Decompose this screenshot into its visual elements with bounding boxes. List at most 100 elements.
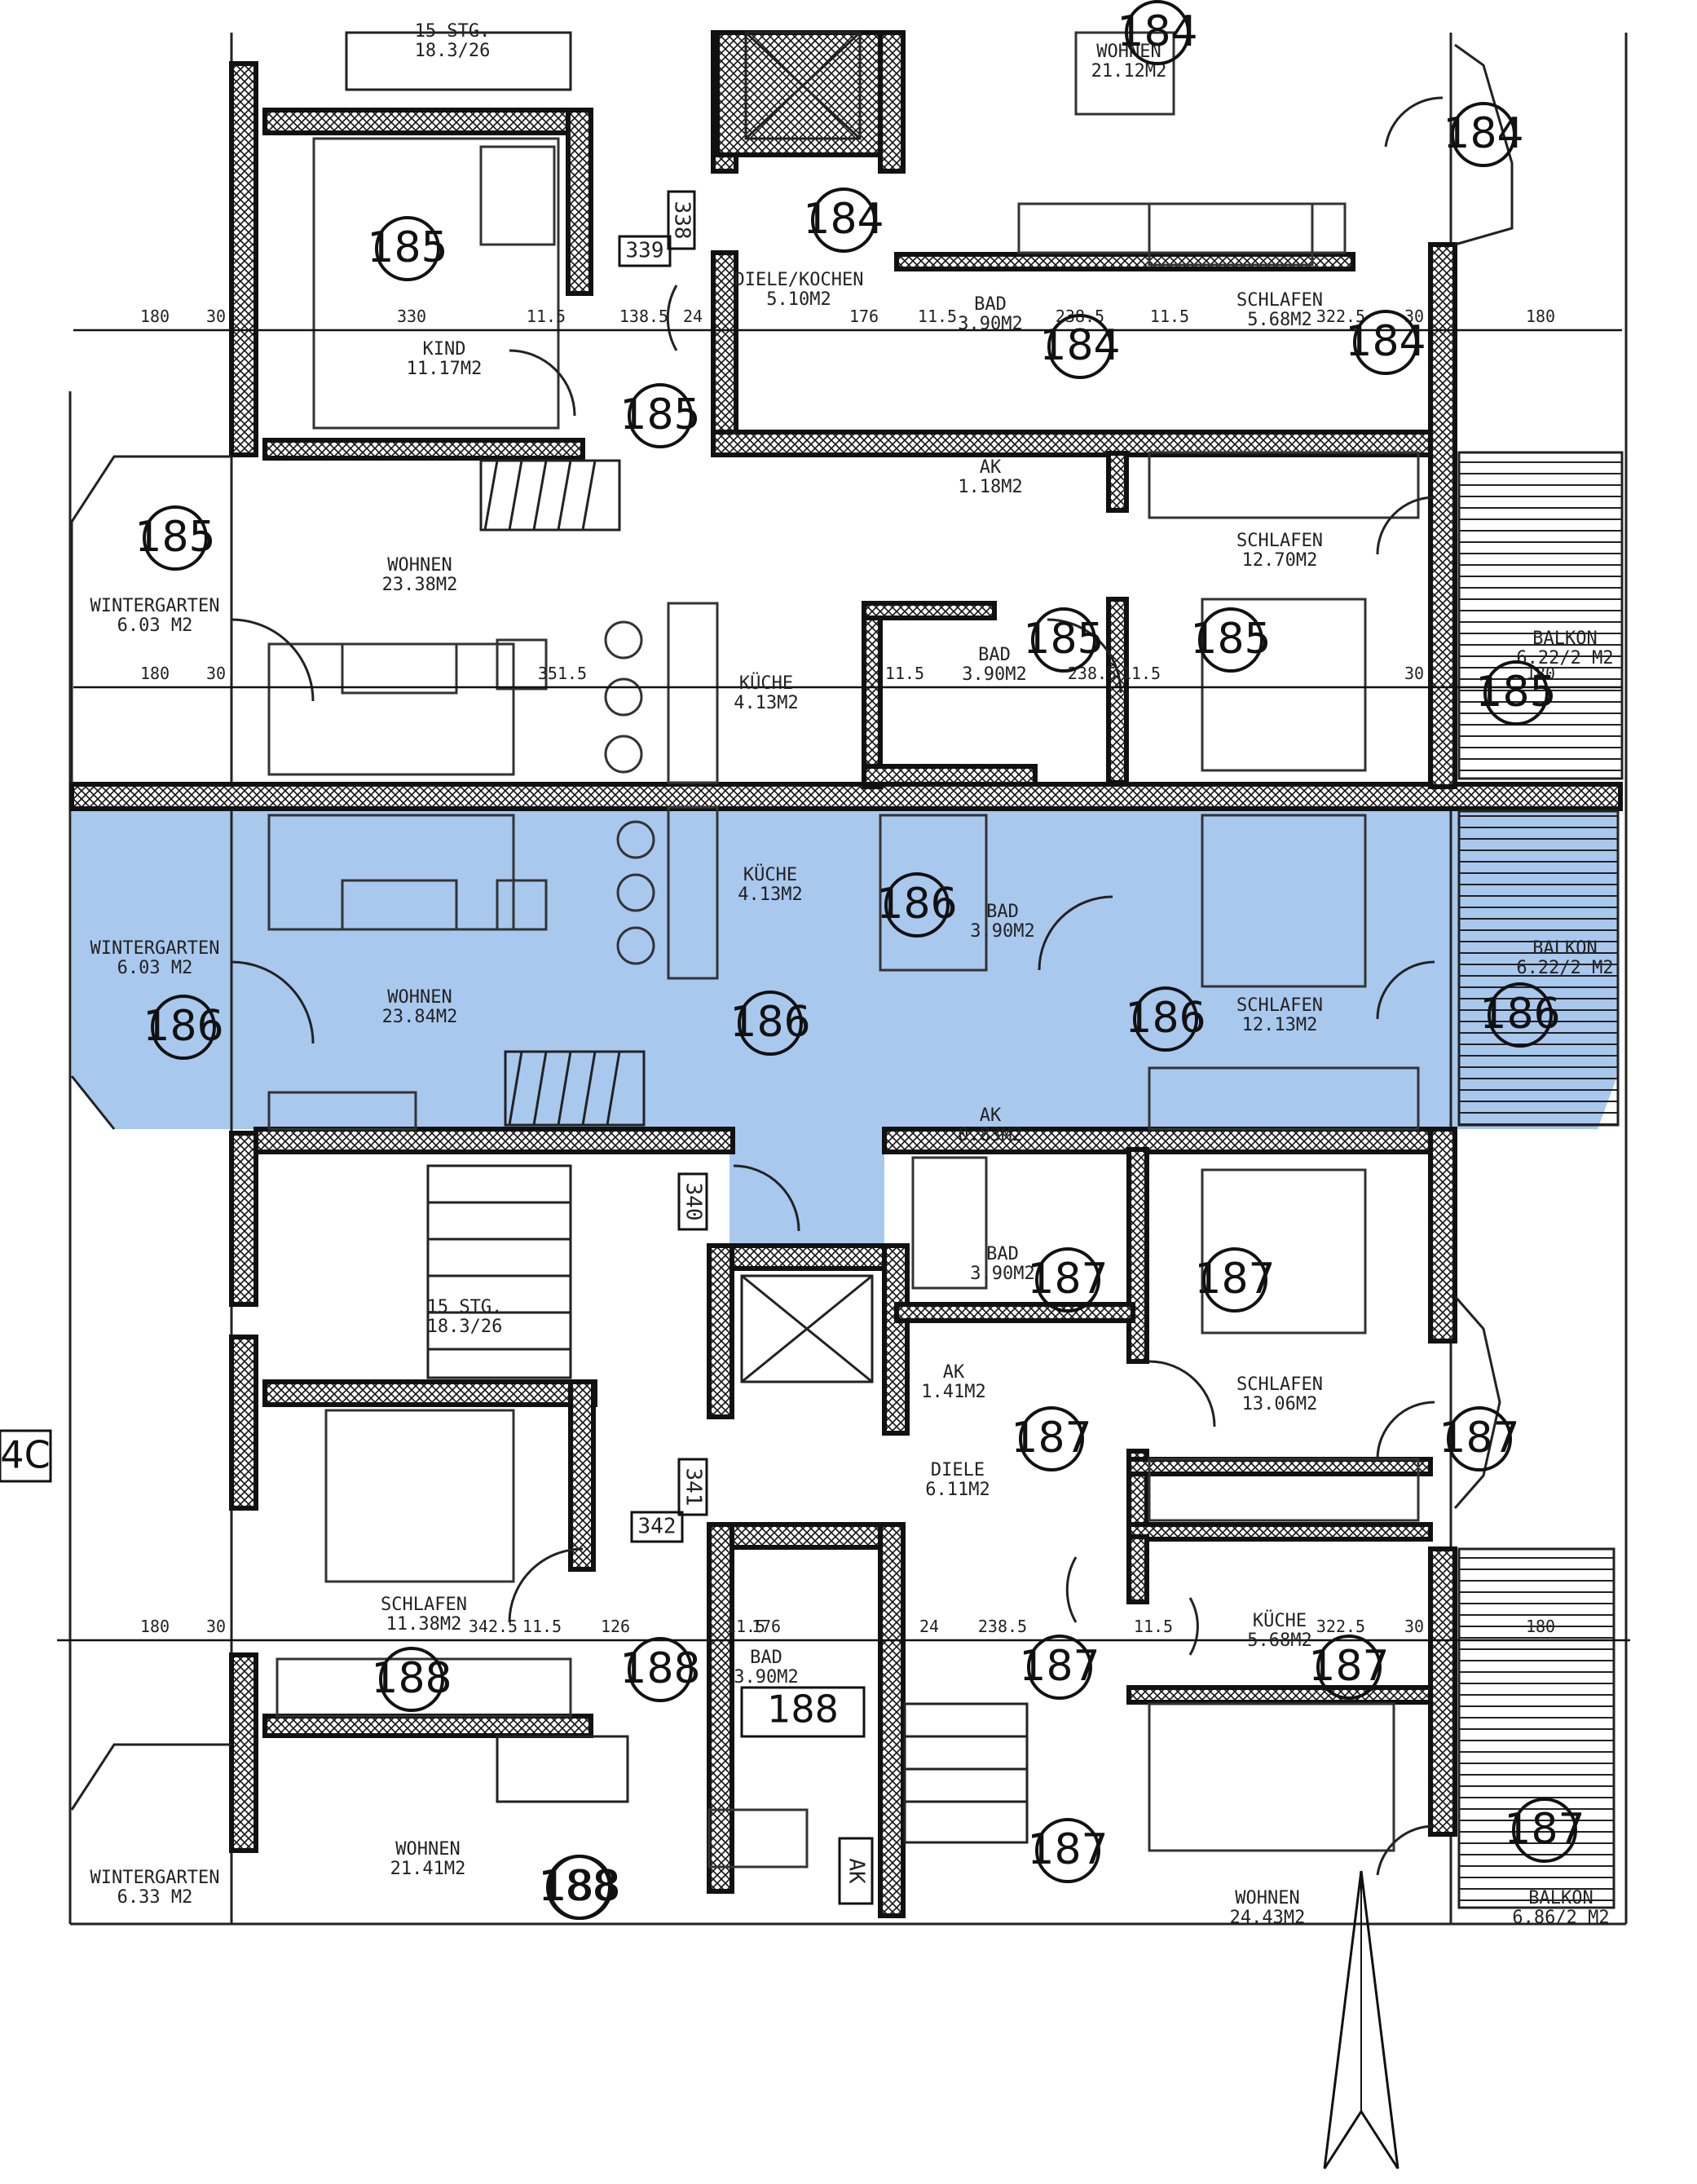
unit-marker-circle xyxy=(375,216,440,281)
unit-marker-number: 184 xyxy=(1117,7,1197,56)
room-label-line: 6.03 M2 xyxy=(117,615,193,636)
boxed-label-frame xyxy=(667,190,696,250)
dimension-label: 11.5 xyxy=(1122,664,1161,683)
room-label-line: WINTERGARTEN xyxy=(90,1868,220,1888)
room-label-line: 21.41M2 xyxy=(390,1859,466,1879)
unit-marker-number: 185 xyxy=(367,223,447,272)
dimension-label: 30 xyxy=(206,307,226,326)
room-label-line: 6.86/2 M2 xyxy=(1512,1908,1609,1928)
unit-marker-circle xyxy=(143,505,208,571)
room-label-line: 24.43M2 xyxy=(1230,1908,1306,1928)
unit-marker-circle xyxy=(1202,1247,1267,1313)
unit-marker: 187 xyxy=(1027,1247,1109,1313)
dimension-label: 11.5 xyxy=(1134,1617,1173,1636)
boxed-label-frame xyxy=(618,235,672,267)
room-label-line: 3.90M2 xyxy=(958,314,1022,334)
unit-marker: 184 xyxy=(1443,102,1524,167)
unit-marker: 186 xyxy=(1125,986,1206,1052)
room-label-line: WOHNEN xyxy=(387,555,452,576)
dimension-label: 342.5 xyxy=(469,1617,518,1636)
unit-marker-number: 187 xyxy=(1504,1805,1585,1854)
boxed-label: AK xyxy=(838,1837,874,1905)
room-label-line: 5.68M2 xyxy=(1247,1630,1311,1651)
unit-marker: 188 xyxy=(619,1637,701,1702)
unit-marker: 187 xyxy=(1308,1635,1390,1700)
unit-marker: 185 xyxy=(619,383,701,448)
room-label-line: 5.10M2 xyxy=(766,289,831,310)
furniture xyxy=(267,31,1420,1869)
unit-marker-circle xyxy=(1035,1247,1100,1313)
boxed-label-text: 338 xyxy=(670,201,694,240)
room-label-line: 18.3/26 xyxy=(427,1317,503,1337)
room-label-line: 3.90M2 xyxy=(734,1667,798,1688)
walls xyxy=(69,30,1623,1918)
room-label-line: DIELE/KOCHEN xyxy=(734,270,864,290)
room-label: 15 STG.18.3/26 xyxy=(415,21,491,61)
room-label-line: BAD xyxy=(974,294,1007,315)
unit-marker-circle xyxy=(1483,660,1549,726)
unit-marker: 188 xyxy=(371,1647,452,1712)
room-label-line: SCHLAFEN xyxy=(1236,1374,1323,1395)
room-label-line: KÜCHE xyxy=(743,864,797,885)
unit-marker-circle xyxy=(1027,1635,1092,1700)
room-label-line: KIND xyxy=(423,339,466,360)
unit-marker: 185 xyxy=(1023,607,1104,673)
unit-marker-circle xyxy=(884,872,950,938)
unit-marker-number: 184 xyxy=(1039,321,1120,370)
room-label-line: 6.11M2 xyxy=(925,1480,990,1500)
room-label-line: BALKON xyxy=(1532,938,1597,959)
boxed-label-frame xyxy=(838,1837,874,1905)
dimension-label: 180 xyxy=(1526,307,1555,326)
unit-marker-circle xyxy=(1447,1406,1512,1471)
room-label-line: AK xyxy=(943,1362,965,1383)
unit-marker: 188 xyxy=(540,1855,621,1920)
room-label-line: 1.18M2 xyxy=(958,477,1022,497)
unit-marker-circle xyxy=(1198,607,1263,673)
dimension-label: 180 xyxy=(140,307,170,326)
unit-marker-number: 188 xyxy=(619,1644,700,1693)
unit-marker-number: 187 xyxy=(1027,1825,1108,1874)
room-label-line: WOHNEN xyxy=(1235,1888,1299,1908)
unit-marker-circle xyxy=(628,1637,693,1702)
room-label-line: 23.38M2 xyxy=(382,575,458,595)
unit-marker: 187 xyxy=(1504,1798,1585,1863)
boxed-label-text: 340 xyxy=(681,1183,706,1221)
boxed-label-frame xyxy=(630,1511,684,1543)
dimension-label: 30 xyxy=(1404,1617,1424,1636)
unit-marker-circle xyxy=(548,1855,613,1920)
unit-marker: 187 xyxy=(1439,1406,1520,1471)
unit-marker-number: 187 xyxy=(1194,1255,1275,1304)
unit-marker-number: 185 xyxy=(619,390,700,439)
unit-marker-number: 185 xyxy=(1190,615,1271,664)
dimension-label: 11.5 xyxy=(918,307,957,326)
dimension-label: 351.5 xyxy=(538,664,587,683)
unit-marker-number: 186 xyxy=(1479,990,1560,1039)
dimension-label: 330 xyxy=(397,307,426,326)
dimension-lines xyxy=(57,329,1630,1642)
unit-marker: 186 xyxy=(1479,982,1561,1048)
unit-marker: 187 xyxy=(1027,1818,1109,1883)
balconies xyxy=(1453,43,1624,1909)
room-label-line: 15 STG. xyxy=(427,1297,503,1317)
unit-marker: 185 xyxy=(1475,660,1557,726)
unit-marker-number: 185 xyxy=(1475,668,1556,717)
unit-marker: 186 xyxy=(729,991,811,1056)
boxed-label-frame xyxy=(677,1458,708,1516)
room-label-line: BAD xyxy=(986,902,1019,922)
boxed-label-text: AK xyxy=(844,1858,869,1884)
unit-marker-circle xyxy=(628,383,693,448)
dimension-label: 180 xyxy=(1526,1617,1555,1636)
